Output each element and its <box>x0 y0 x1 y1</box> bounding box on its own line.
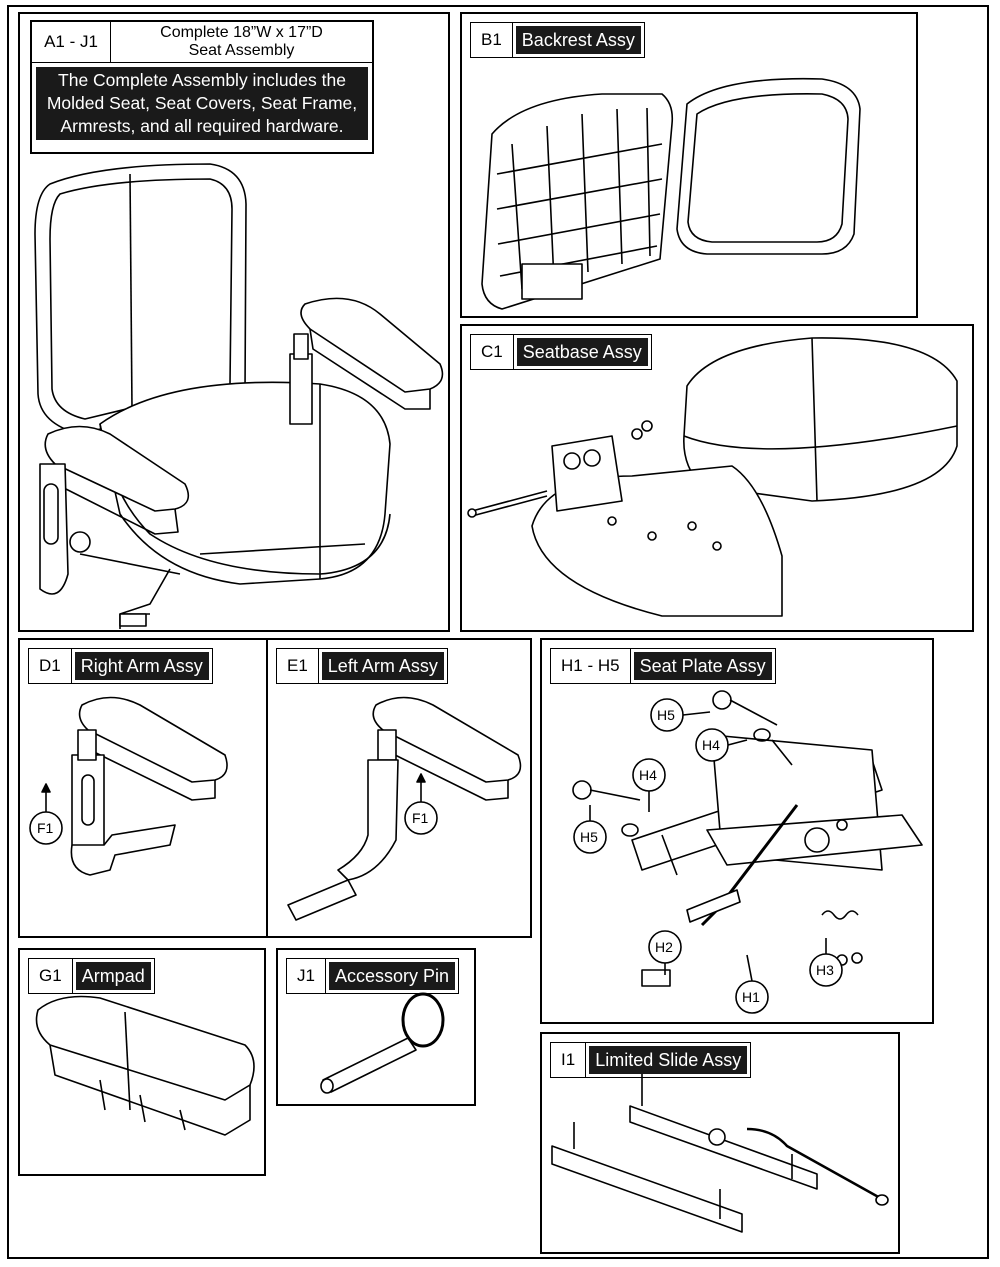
left-arm-name: Left Arm Assy <box>321 652 444 680</box>
seatbase-name: Seatbase Assy <box>516 338 648 366</box>
right-arm-drawing <box>29 696 228 876</box>
panel-complete-seat: A1 - J1 Complete 18”W x 17”D Seat Assemb… <box>18 12 450 632</box>
diagram-frame <box>7 5 989 1259</box>
complete-seat-code: A1 - J1 <box>32 22 111 62</box>
limited-slide-drawing <box>551 1074 889 1233</box>
backrest-name: Backrest Assy <box>515 26 641 54</box>
seat-plate-callout-h5-left: H5 <box>580 829 598 845</box>
limited-slide-name: Limited Slide Assy <box>589 1046 748 1074</box>
right-arm-name: Right Arm Assy <box>74 652 209 680</box>
complete-seat-note-line3: Armrests, and all required hardware. <box>60 116 344 136</box>
right-arm-code: D1 <box>29 649 72 683</box>
complete-seat-note-line1: The Complete Assembly includes the <box>58 70 346 90</box>
left-arm-code: E1 <box>277 649 319 683</box>
accessory-pin-code: J1 <box>287 959 326 993</box>
left-arm-callout-f1: F1 <box>412 810 429 826</box>
seat-plate-name: Seat Plate Assy <box>633 652 772 680</box>
complete-seat-title-line2: Seat Assembly <box>188 42 295 59</box>
right-arm-callout-f1: F1 <box>37 820 54 836</box>
panel-right-arm: D1 Right Arm Assy F1 <box>18 638 268 938</box>
panel-limited-slide: I1 Limited Slide Assy <box>540 1032 900 1254</box>
seat-plate-callout-h5-top: H5 <box>657 707 675 723</box>
limited-slide-tag: I1 Limited Slide Assy <box>550 1042 752 1078</box>
seatbase-code: C1 <box>471 335 514 369</box>
seat-plate-tag: H1 - H5 Seat Plate Assy <box>550 648 776 684</box>
complete-seat-title-line1: Complete 18”W x 17”D <box>160 24 323 41</box>
seatbase-drawing <box>467 337 958 617</box>
complete-seat-drawing <box>34 163 444 629</box>
panel-left-arm: E1 Left Arm Assy F1 <box>266 638 532 938</box>
seat-plate-drawing <box>572 690 923 1014</box>
accessory-pin-name: Accessory Pin <box>328 962 456 990</box>
left-arm-drawing <box>287 696 522 921</box>
backrest-tag: B1 Backrest Assy <box>470 22 645 58</box>
panel-backrest: B1 Backrest Assy <box>460 12 918 318</box>
complete-seat-label-box: A1 - J1 Complete 18”W x 17”D Seat Assemb… <box>30 20 374 154</box>
right-arm-tag: D1 Right Arm Assy <box>28 648 213 684</box>
backrest-code: B1 <box>471 23 513 57</box>
left-arm-tag: E1 Left Arm Assy <box>276 648 448 684</box>
complete-seat-note-line2: Molded Seat, Seat Covers, Seat Frame, <box>46 93 358 113</box>
complete-seat-note: The Complete Assembly includes the Molde… <box>36 67 368 140</box>
panel-armpad: G1 Armpad <box>18 948 266 1176</box>
seat-plate-callout-h4-top: H4 <box>702 737 720 753</box>
panel-accessory-pin: J1 Accessory Pin <box>276 948 476 1106</box>
armpad-code: G1 <box>29 959 73 993</box>
accessory-pin-tag: J1 Accessory Pin <box>286 958 460 994</box>
seat-plate-code: H1 - H5 <box>551 649 631 683</box>
seat-plate-callout-h1: H1 <box>742 989 760 1005</box>
seat-plate-callout-h2: H2 <box>655 939 673 955</box>
panel-seatbase: C1 Seatbase Assy <box>460 324 974 632</box>
panel-seat-plate: H1 - H5 Seat Plate Assy H5 H4 H4 H5 H2 H… <box>540 638 934 1024</box>
seatbase-tag: C1 Seatbase Assy <box>470 334 652 370</box>
backrest-drawing <box>481 77 861 310</box>
armpad-name: Armpad <box>75 962 151 990</box>
armpad-drawing <box>35 995 255 1136</box>
seat-plate-callout-h3: H3 <box>816 962 834 978</box>
accessory-pin-drawing <box>320 992 445 1094</box>
limited-slide-code: I1 <box>551 1043 587 1077</box>
armpad-tag: G1 Armpad <box>28 958 155 994</box>
seat-plate-callout-h4-mid: H4 <box>639 767 657 783</box>
